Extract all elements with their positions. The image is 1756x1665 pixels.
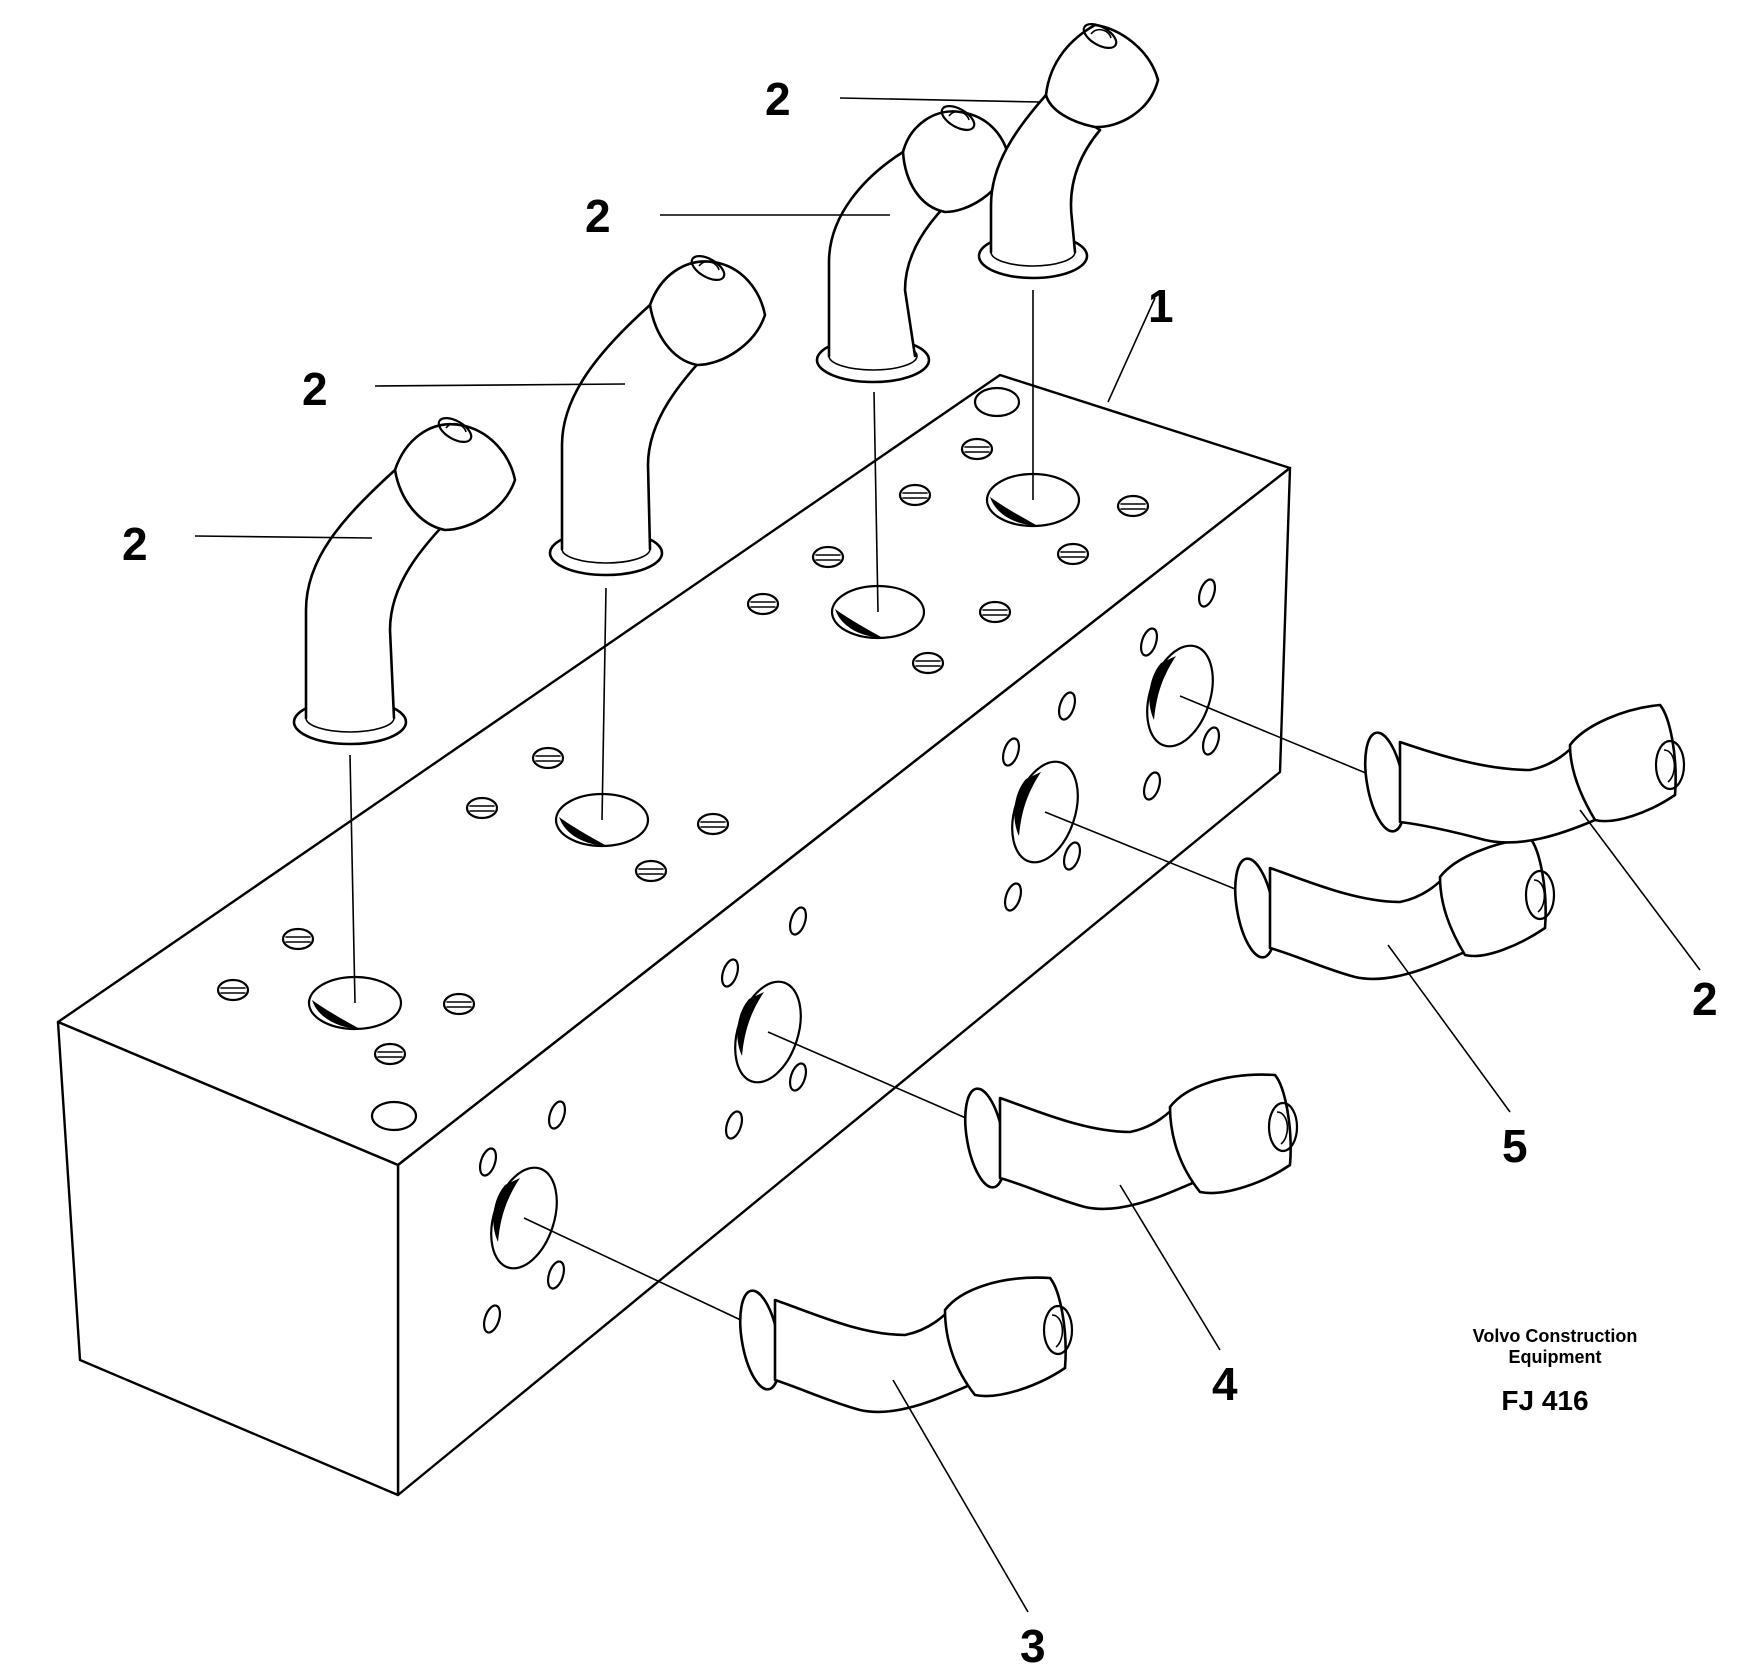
credit-line-1: Volvo Construction <box>1473 1326 1638 1346</box>
top-threaded-holes <box>216 437 1150 1066</box>
front-port-1 <box>490 1166 558 1270</box>
leader-lines <box>194 97 1701 1613</box>
pipe-elbow-top-1 <box>292 416 517 746</box>
assembly-center-lines <box>349 290 1374 1323</box>
callout-2-b: 2 <box>585 190 611 242</box>
callout-2-d: 2 <box>122 518 148 570</box>
front-port-3 <box>1011 760 1079 864</box>
pipe-elbow-part3 <box>738 1276 1074 1414</box>
credit-line-2: Equipment <box>1509 1347 1602 1367</box>
callout-1: 1 <box>1148 280 1174 332</box>
front-ports <box>478 578 1221 1334</box>
callout-2-c: 2 <box>302 363 328 415</box>
pipe-elbow-part5 <box>1233 836 1556 981</box>
pipe-elbow-part4 <box>963 1073 1299 1211</box>
pipe-elbow-top-4 <box>977 22 1160 280</box>
callouts: 1 2 2 2 2 2 5 4 3 <box>122 73 1718 1665</box>
callout-3: 3 <box>1020 1620 1046 1665</box>
figure-credit: Volvo Construction Equipment FJ 416 <box>1473 1326 1638 1416</box>
pipe-elbow-side-part2 <box>1363 703 1686 844</box>
front-port-2 <box>734 980 802 1084</box>
callout-2-e: 2 <box>1692 973 1718 1025</box>
block-end-face <box>56 1020 400 1497</box>
callout-2-a: 2 <box>765 73 791 125</box>
pipe-elbow-top-3 <box>815 104 1012 384</box>
plug-1 <box>370 1100 418 1132</box>
callout-4: 4 <box>1212 1358 1238 1410</box>
plug-2 <box>973 386 1021 418</box>
callout-5: 5 <box>1502 1120 1528 1172</box>
front-oval-holes <box>478 578 1221 1334</box>
figure-code: FJ 416 <box>1501 1385 1588 1416</box>
front-port-4 <box>1146 644 1214 748</box>
pipe-elbow-top-2 <box>548 254 767 577</box>
valve-block <box>56 373 1292 1497</box>
